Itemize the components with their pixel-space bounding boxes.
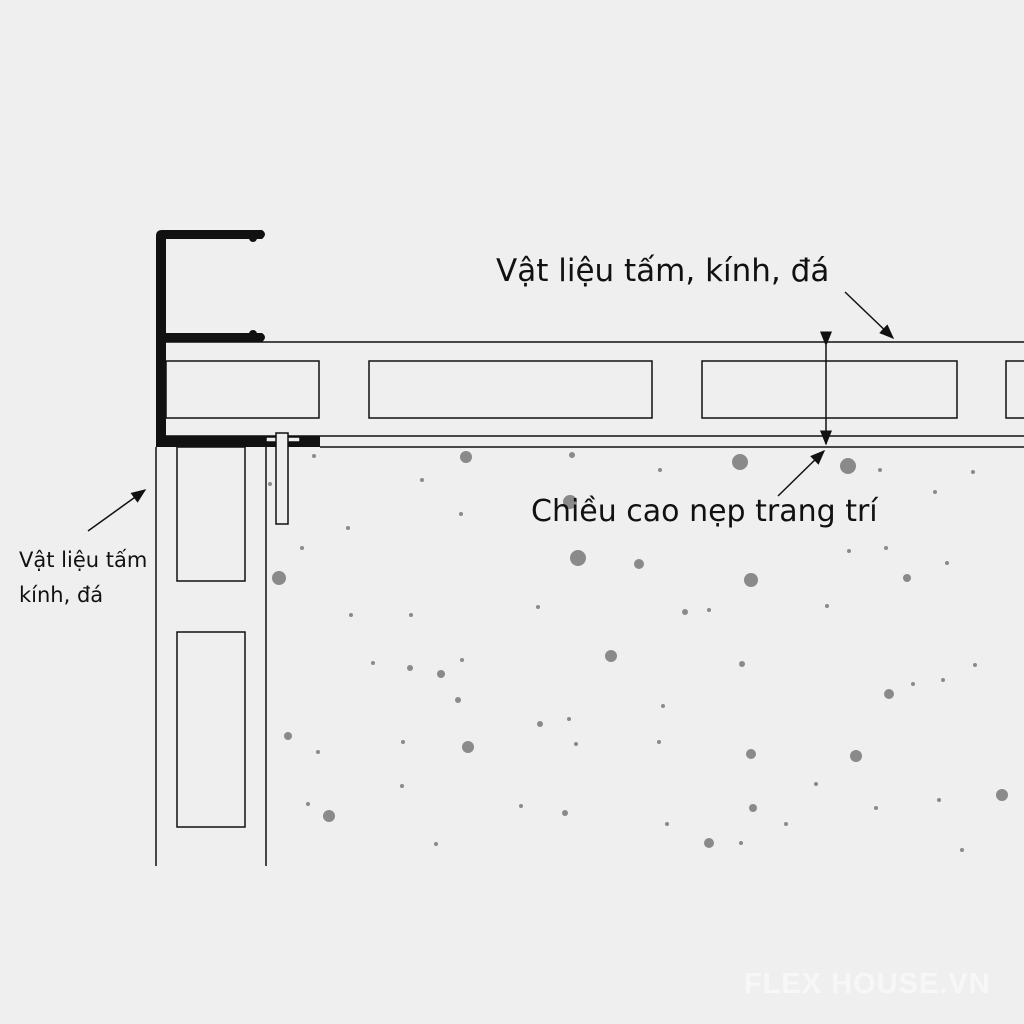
aggregate-dot (661, 704, 665, 708)
aggregate-dot (840, 458, 856, 474)
aggregate-dot (878, 468, 882, 472)
aggregate-dot (563, 495, 577, 509)
trim-height-label: Chiều cao nẹp trang trí (531, 494, 878, 529)
aggregate-dot (903, 574, 911, 582)
aggregate-dot (665, 822, 669, 826)
screw (265, 432, 301, 525)
aggregate-dot (784, 822, 788, 826)
aggregate-dot (349, 613, 353, 617)
aggregate-dot (739, 661, 745, 667)
aggregate-dot (825, 604, 829, 608)
top-material-label: Vật liệu tấm, kính, đá (496, 253, 830, 289)
aggregate-dot (284, 732, 292, 740)
aggregate-dot (707, 608, 711, 612)
aggregate-dot (420, 478, 424, 482)
aggregate-dot (850, 750, 862, 762)
aggregate-dot (937, 798, 941, 802)
aggregate-dot (434, 842, 438, 846)
aggregate-dot (884, 546, 888, 550)
aggregate-dot (400, 784, 404, 788)
aggregate-dot (346, 526, 350, 530)
aggregate-dot (409, 613, 413, 617)
aggregate-dot (732, 454, 748, 470)
aggregate-dot (519, 804, 523, 808)
left-label-leader (87, 489, 147, 532)
aggregate-dot (460, 658, 464, 662)
aggregate-dot (401, 740, 405, 744)
vertical-panel (155, 446, 267, 866)
aggregate-dot (371, 661, 375, 665)
aggregate-dot (971, 470, 975, 474)
aggregate-dot (455, 697, 461, 703)
horizontal-panel (165, 341, 1024, 448)
trim-profile (156, 230, 320, 447)
aggregate-dot (567, 717, 571, 721)
height-label-leader (777, 449, 826, 497)
aggregate-dot (945, 561, 949, 565)
aggregate-dot (814, 782, 818, 786)
aggregate-dot (300, 546, 304, 550)
aggregate-dot (562, 810, 568, 816)
aggregate-dot (316, 750, 320, 754)
aggregate-dot (960, 848, 964, 852)
aggregate-dot (911, 682, 915, 686)
aggregate-dot (941, 678, 945, 682)
aggregate-dot (657, 740, 661, 744)
aggregate-dot (704, 838, 714, 848)
aggregate-dot (884, 689, 894, 699)
aggregate-dot (746, 749, 756, 759)
aggregate-dot (462, 741, 474, 753)
aggregate-dot (569, 452, 575, 458)
aggregate-dot (933, 490, 937, 494)
aggregate-dot (749, 804, 757, 812)
watermark: FLEX HOUSE.VN (744, 968, 991, 1000)
aggregate-dot (574, 742, 578, 746)
aggregate-dot (874, 806, 878, 810)
aggregate-dot (536, 605, 540, 609)
aggregate-dot (460, 451, 472, 463)
aggregate-dot (744, 573, 758, 587)
aggregate-dot (605, 650, 617, 662)
aggregate-dot (739, 841, 743, 845)
aggregate-dot (306, 802, 310, 806)
aggregate-dot (847, 549, 851, 553)
aggregate-dot (312, 454, 316, 458)
aggregate-dot (537, 721, 543, 727)
concrete-aggregate (268, 451, 1008, 852)
aggregate-dot (459, 512, 463, 516)
leaders (87, 291, 895, 532)
aggregate-dot (634, 559, 644, 569)
aggregate-dot (407, 665, 413, 671)
aggregate-dot (973, 663, 977, 667)
aggregate-dot (437, 670, 445, 678)
aggregate-dot (272, 571, 286, 585)
aggregate-dot (658, 468, 662, 472)
aggregate-dot (570, 550, 586, 566)
aggregate-dot (323, 810, 335, 822)
top-label-leader (844, 291, 895, 340)
left-material-label-line2: kính, đá (19, 583, 104, 607)
left-material-label-line1: Vật liệu tấm (19, 548, 148, 572)
aggregate-dot (682, 609, 688, 615)
aggregate-dot (268, 482, 272, 486)
aggregate-dot (996, 789, 1008, 801)
